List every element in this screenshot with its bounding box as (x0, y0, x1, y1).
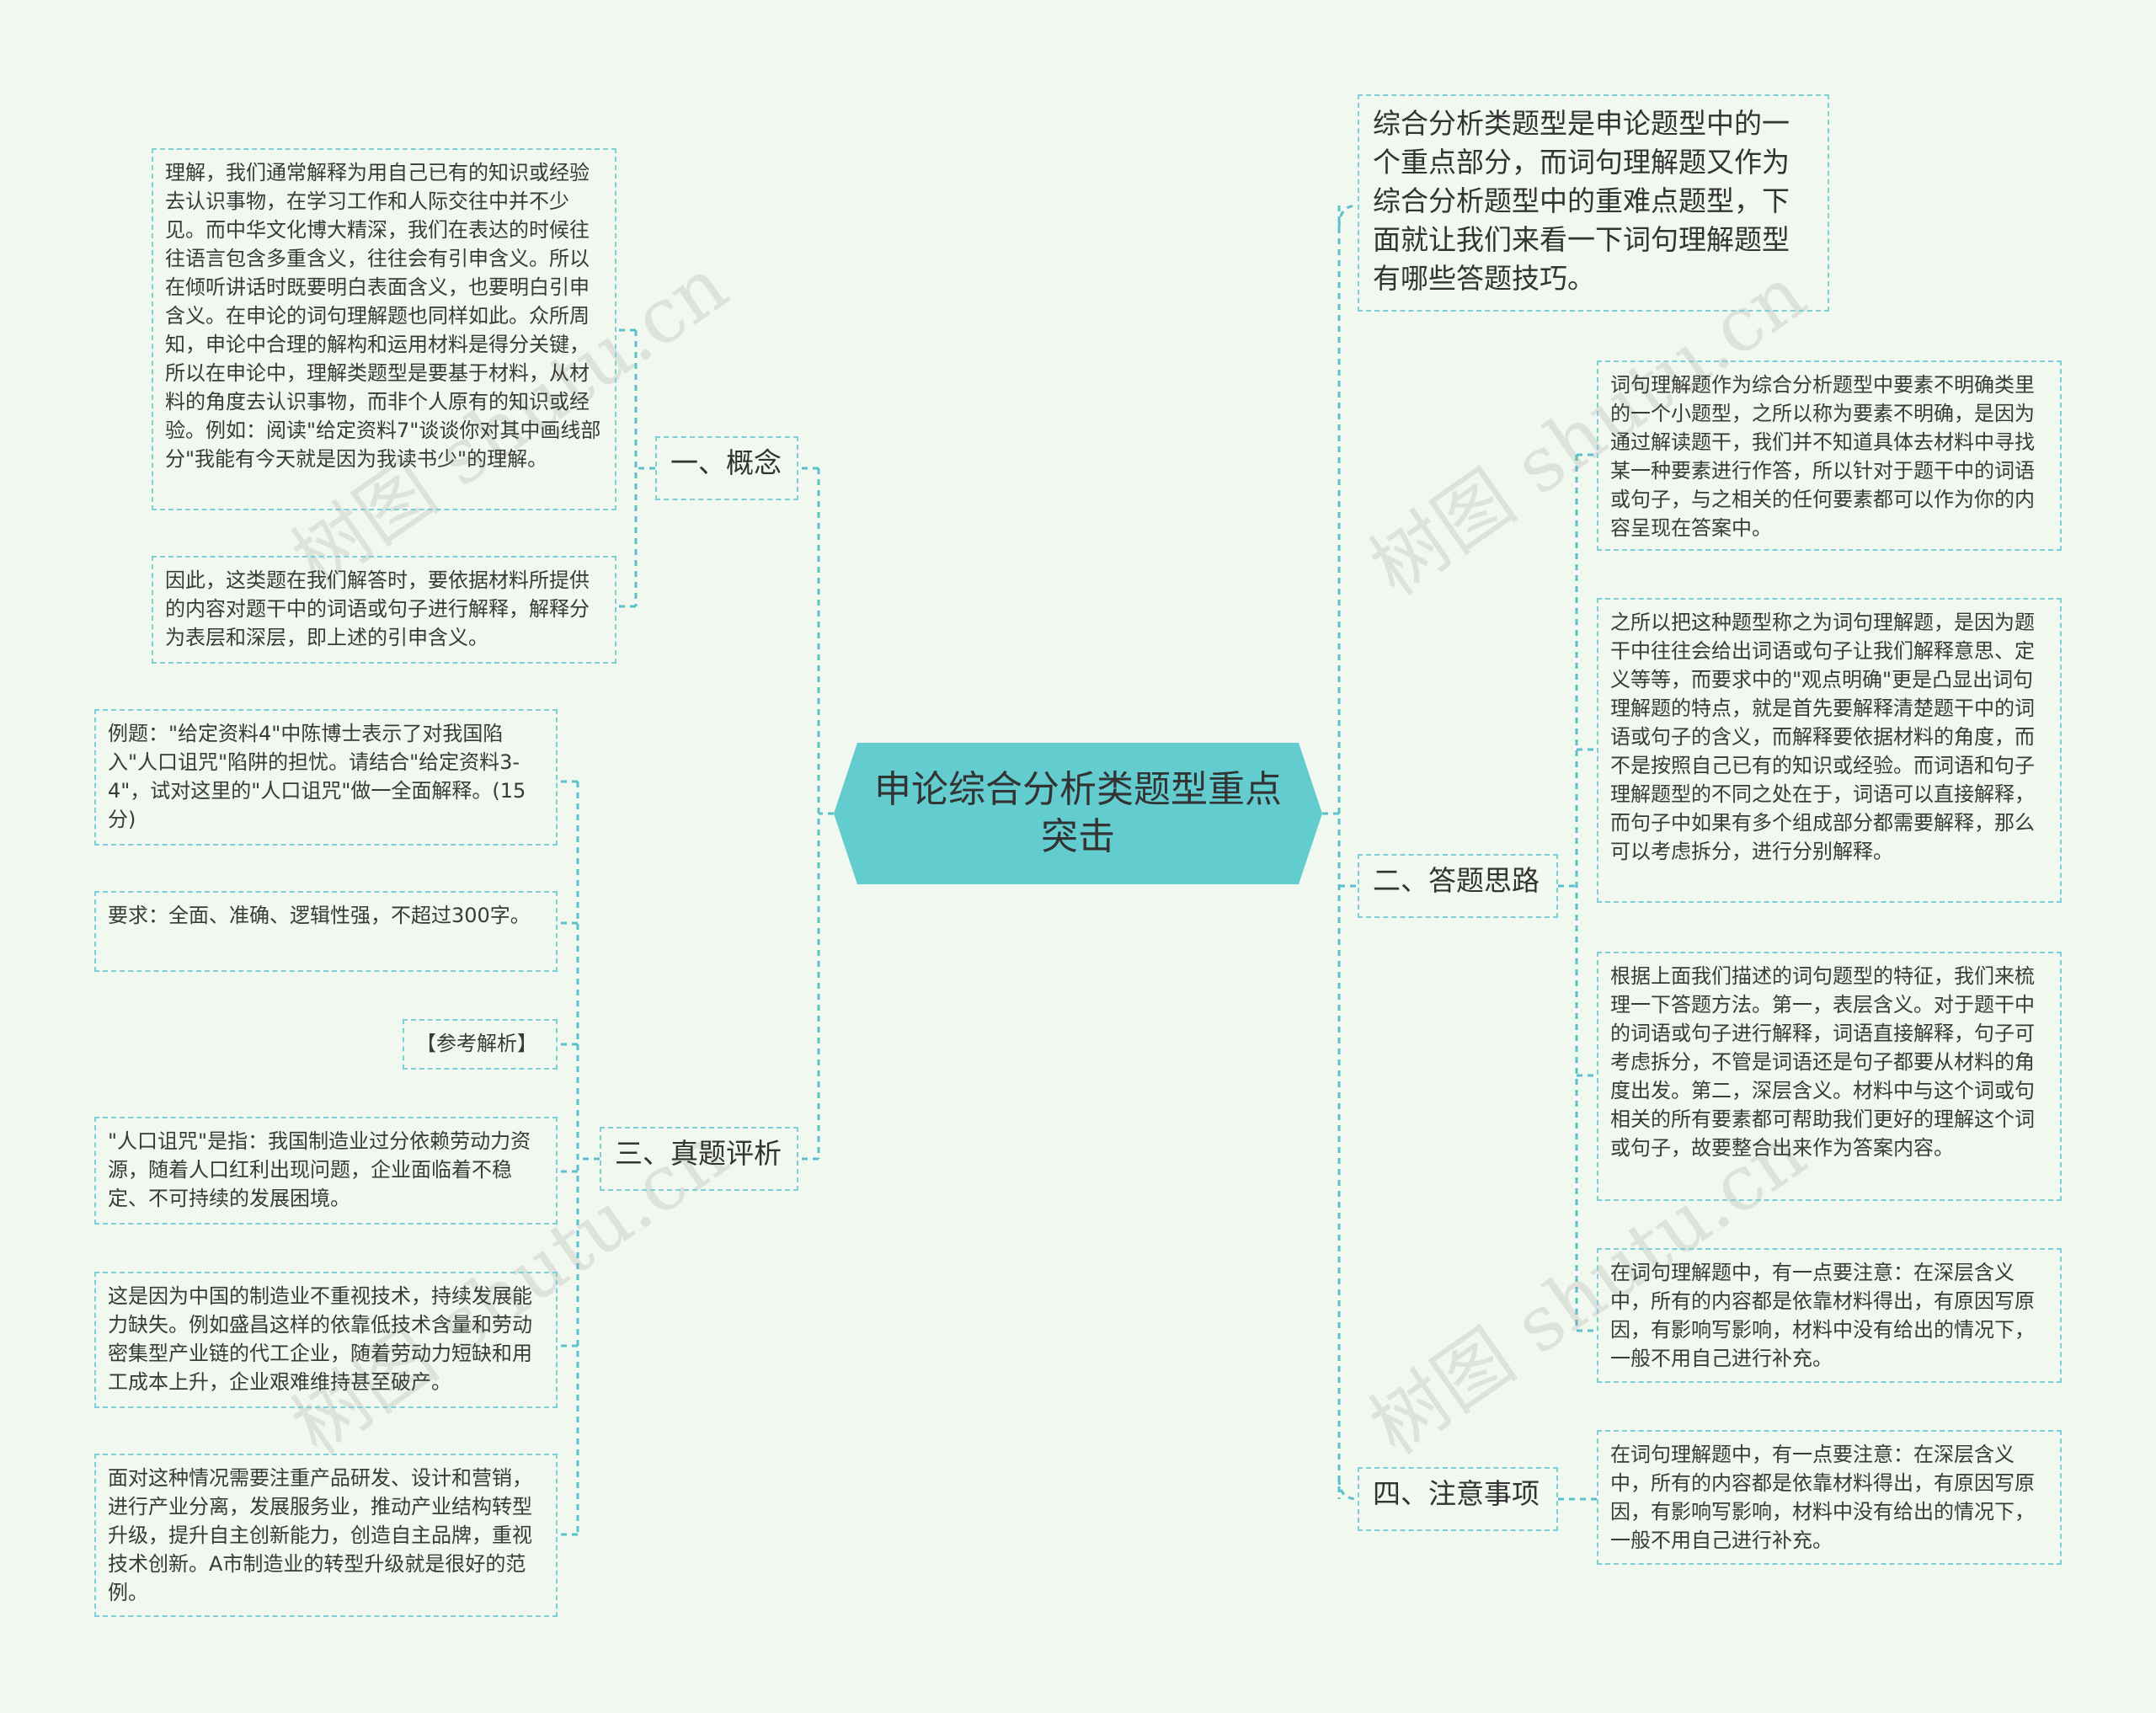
concept-leaf[interactable]: 因此，这类题在我们解答时，要依据材料所提供的内容对题干中的词语或句子进行解释，解… (152, 556, 616, 664)
concept-leaf[interactable]: 理解，我们通常解释为用自己已有的知识或经验去认识事物，在学习工作和人际交往中并不… (152, 148, 616, 510)
exam-leaf[interactable]: 面对这种情况需要注重产品研发、设计和营销，进行产业分离，发展服务业，推动产业结构… (94, 1454, 558, 1617)
approach-leaf[interactable]: 在词句理解题中，有一点要注意：在深层含义中，所有的内容都是依靠材料得出，有原因写… (1597, 1248, 2062, 1383)
branch-exam[interactable]: 三、真题评析 (600, 1127, 798, 1191)
central-topic-text: 申论综合分析类题型重点突击 (874, 768, 1282, 858)
exam-leaf[interactable]: 例题："给定资料4"中陈博士表示了对我国陷入"人口诅咒"陷阱的担忧。请结合"给定… (94, 709, 558, 846)
exam-leaf[interactable]: 【参考解析】 (403, 1019, 558, 1070)
exam-leaf[interactable]: 这是因为中国的制造业不重视技术，持续发展能力缺失。例如盛昌这样的依靠低技术含量和… (94, 1272, 558, 1408)
branch-concept[interactable]: 一、概念 (655, 436, 798, 500)
exam-leaf[interactable]: "人口诅咒"是指：我国制造业过分依赖劳动力资源，随着人口红利出现问题，企业面临着… (94, 1117, 558, 1225)
exam-leaf[interactable]: 要求：全面、准确、逻辑性强，不超过300字。 (94, 891, 558, 972)
approach-leaf[interactable]: 词句理解题作为综合分析题型中要素不明确类里的一个小题型，之所以称为要素不明确，是… (1597, 360, 2062, 551)
branch-approach[interactable]: 二、答题思路 (1358, 854, 1558, 918)
intro-node[interactable]: 综合分析类题型是申论题型中的一个重点部分，而词句理解题又作为综合分析题型中的重难… (1358, 94, 1829, 312)
approach-leaf[interactable]: 之所以把这种题型称之为词句理解题，是因为题干中往往会给出词语或句子让我们解释意思… (1597, 598, 2062, 903)
notes-leaf[interactable]: 在词句理解题中，有一点要注意：在深层含义中，所有的内容都是依靠材料得出，有原因写… (1597, 1430, 2062, 1565)
central-topic-node[interactable]: 申论综合分析类题型重点突击 (834, 743, 1322, 884)
branch-notes[interactable]: 四、注意事项 (1358, 1467, 1558, 1531)
central-topic-shape (834, 743, 1322, 884)
approach-leaf[interactable]: 根据上面我们描述的词句题型的特征，我们来梳理一下答题方法。第一，表层含义。对于题… (1597, 952, 2062, 1201)
